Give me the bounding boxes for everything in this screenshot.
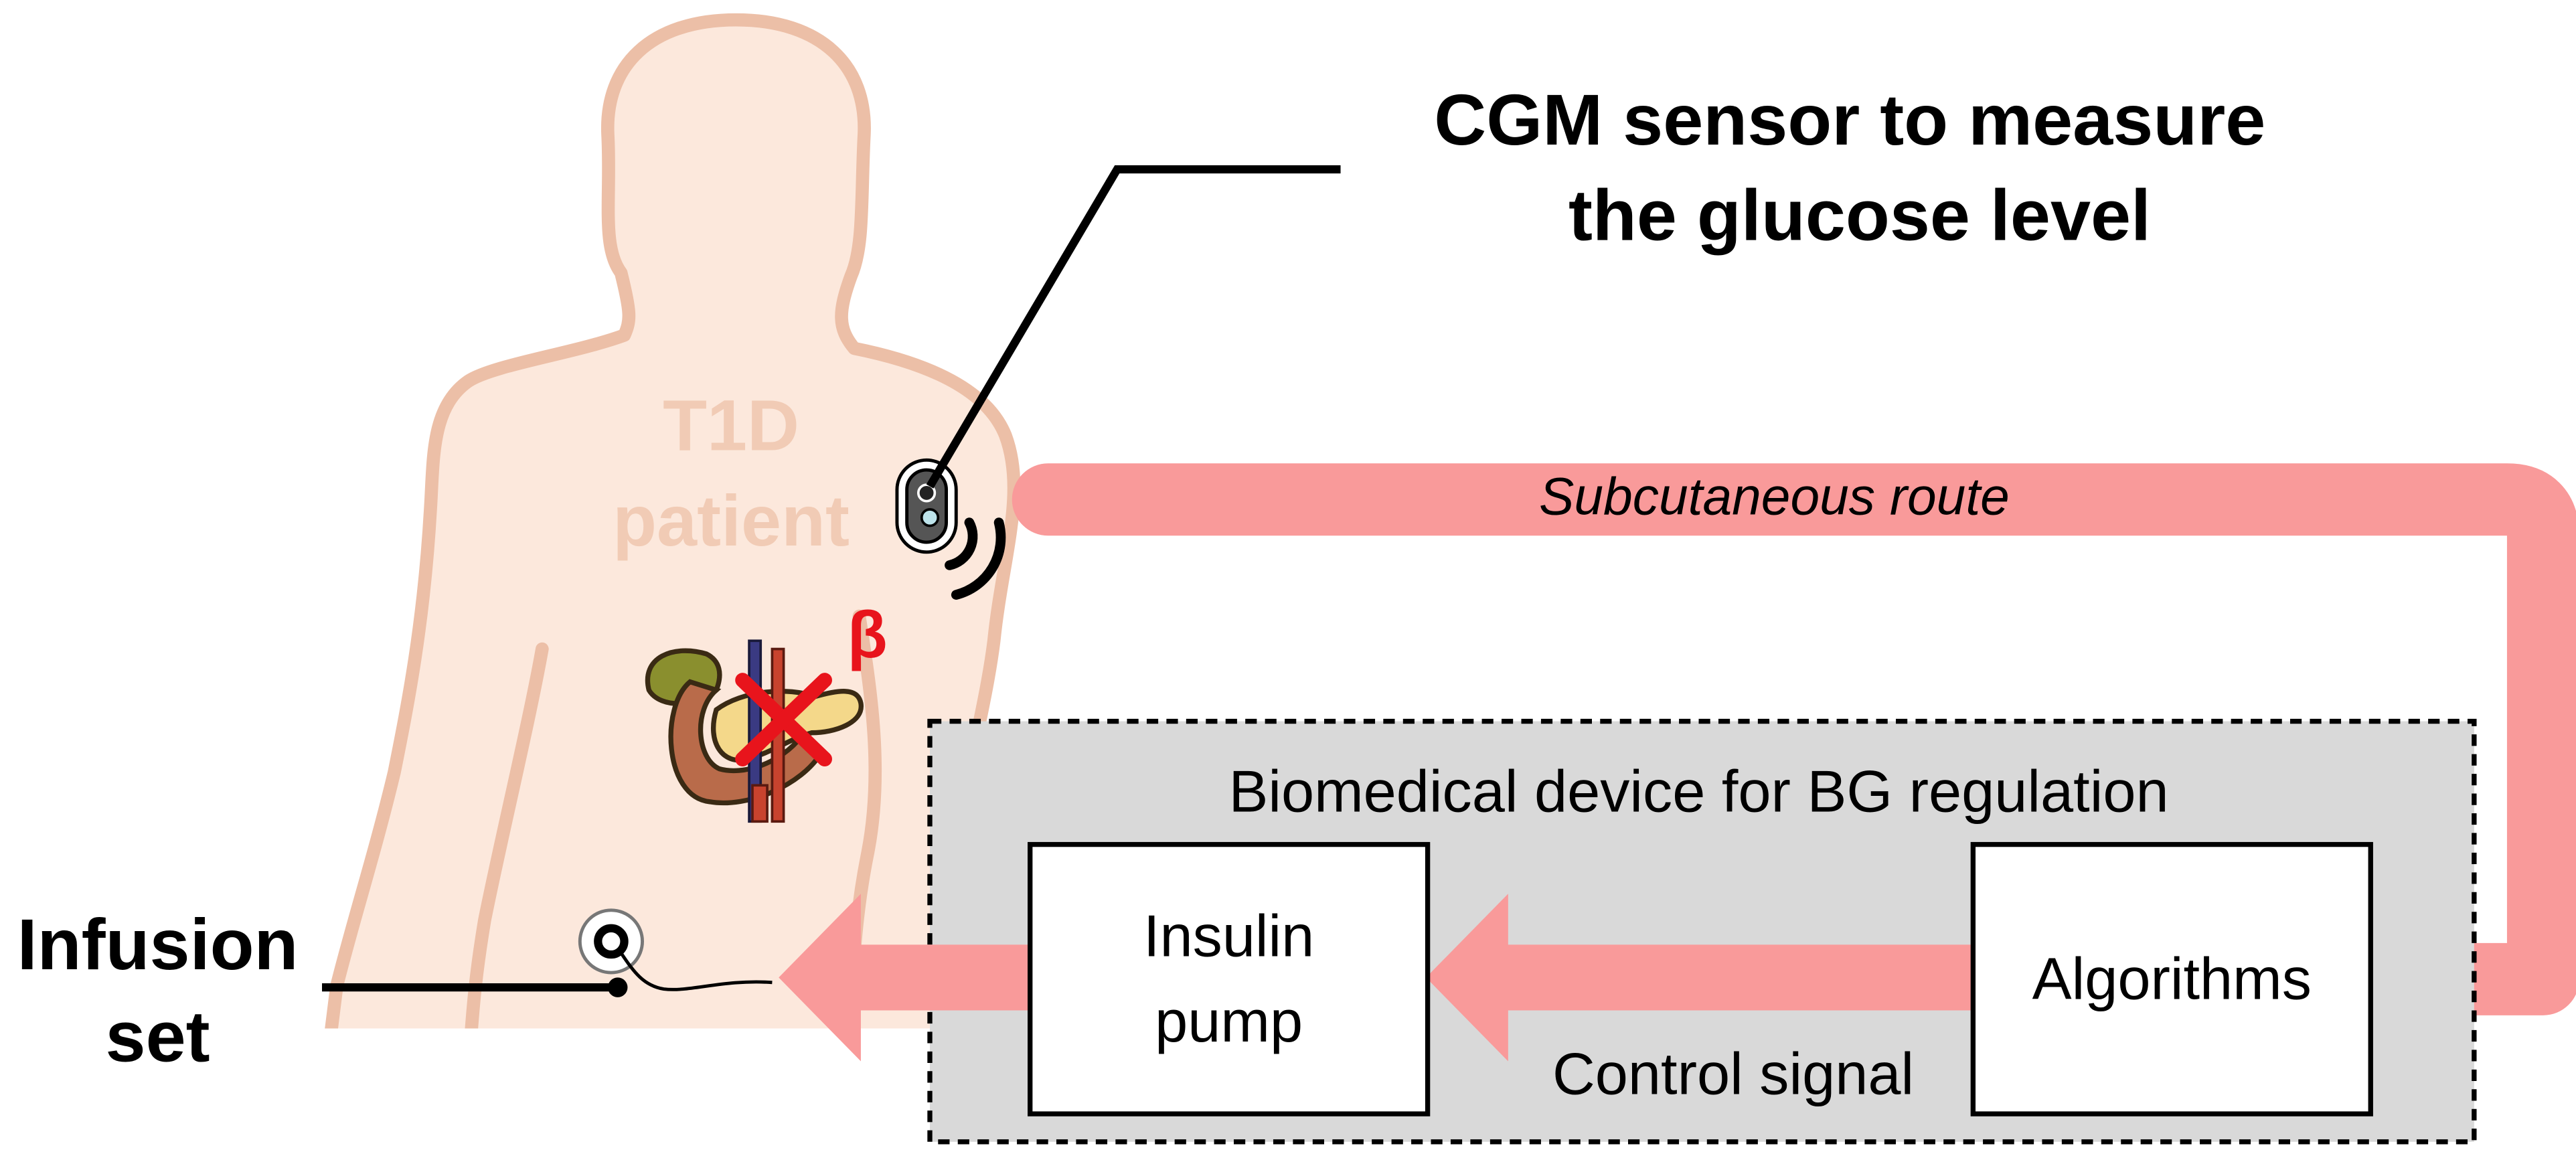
control-signal-arrowhead bbox=[1426, 894, 1508, 1062]
infusion-leader-dot bbox=[608, 977, 628, 997]
infusion-set-label: set bbox=[106, 996, 210, 1077]
patient-body bbox=[325, 13, 1021, 1029]
control-signal-label: Control signal bbox=[1552, 1041, 1914, 1107]
subcutaneous-route-arrow bbox=[1012, 463, 2576, 1015]
cgm-sensor-label: the glucose level bbox=[1568, 175, 2151, 256]
insulin-pump-label: Insulin bbox=[1143, 902, 1314, 969]
infusion-set-icon bbox=[578, 908, 773, 991]
cgm-leader-line bbox=[926, 165, 1341, 489]
insulin-pump-label: pump bbox=[1155, 988, 1303, 1054]
beta-cell-label: β bbox=[848, 598, 888, 671]
infusion-arrowhead bbox=[779, 894, 861, 1062]
cgm-sensor-label: CGM sensor to measure bbox=[1434, 79, 2265, 160]
wireless-signal-icon bbox=[945, 517, 1006, 600]
infusion-set-label: Infusion bbox=[17, 904, 299, 985]
insulin-pump-box bbox=[1028, 841, 1431, 1116]
cgm-sensor-icon bbox=[895, 458, 958, 554]
algorithms-box bbox=[1970, 841, 2373, 1116]
patient-label: patient bbox=[613, 480, 850, 561]
control-signal-arrow-body bbox=[1498, 944, 1978, 1011]
algorithms-label: Algorithms bbox=[2032, 945, 2312, 1011]
route-label: Subcutaneous route bbox=[1539, 467, 2010, 525]
device-title: Biomedical device for BG regulation bbox=[1228, 758, 2168, 825]
patient-label: T1D bbox=[663, 385, 799, 466]
infusion-arrow-body bbox=[851, 944, 1032, 1011]
destroyed-x-icon bbox=[735, 673, 832, 767]
